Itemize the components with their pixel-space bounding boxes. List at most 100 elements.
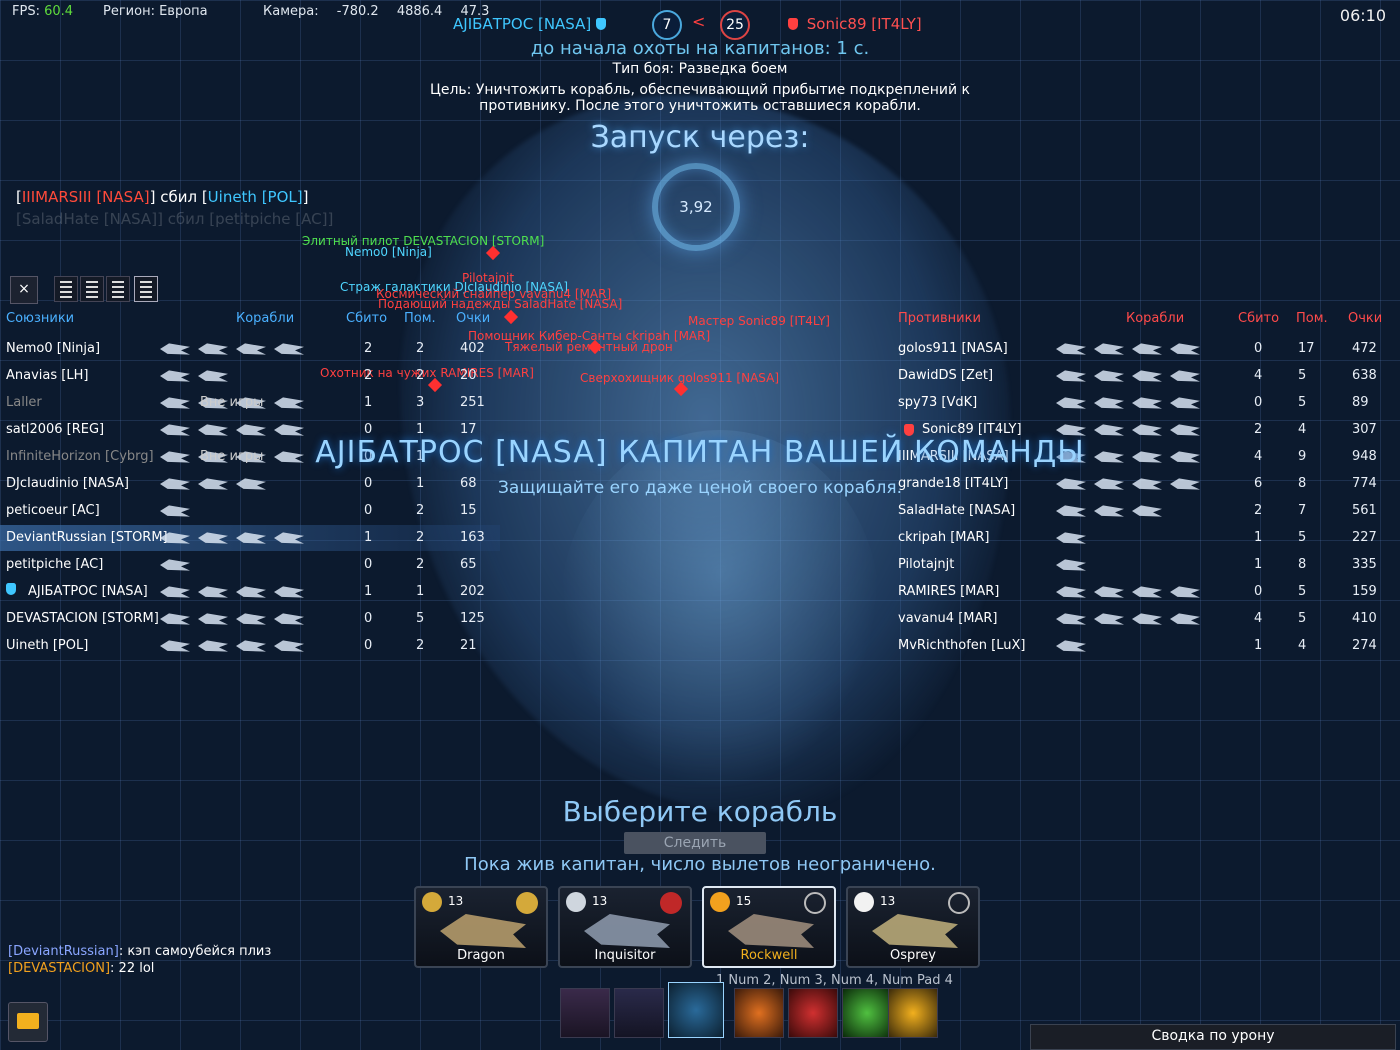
ally-row[interactable]: DEVASTACION [STORM] 0 5 125 — [0, 606, 500, 632]
kills-value: 1 — [364, 395, 373, 410]
ally-row[interactable]: satl2006 [REG] 0 1 17 — [0, 417, 500, 443]
launch-countdown-label: Запуск через: — [590, 120, 810, 155]
ship-loadout — [160, 500, 198, 522]
map-label: Nemo0 [Ninja] — [345, 245, 432, 259]
ship-loadout — [160, 338, 312, 360]
ship-card-rockwell[interactable]: 15 Rockwell — [702, 886, 836, 968]
enemy-row[interactable]: vavanu4 [MAR] 4 5 410 — [896, 606, 1396, 632]
ship-silhouette-icon — [198, 343, 228, 355]
ship-level: 15 — [736, 894, 752, 908]
enemy-row[interactable]: spy73 [VdK] 0 5 89 — [896, 390, 1396, 416]
ship-card-dragon[interactable]: 13 Dragon — [414, 886, 548, 968]
ship-silhouette-icon — [1056, 559, 1086, 571]
ally-row[interactable]: Nemo0 [Ninja] 2 2 402 — [0, 336, 500, 362]
enemy-row[interactable]: Pilotajnjt 1 8 335 — [896, 552, 1396, 578]
ally-row[interactable]: DeviantRussian [STORM] 1 2 163 — [0, 525, 500, 551]
ship-silhouette-icon — [274, 613, 304, 625]
captain-icon — [904, 424, 914, 436]
enemy-row[interactable]: grande18 [IT4LY] 6 8 774 — [896, 471, 1396, 497]
damage-summary-button[interactable]: Сводка по урону — [1030, 1024, 1396, 1050]
enemy-row[interactable]: golos911 [NASA] 0 17 472 — [896, 336, 1396, 362]
enemy-row[interactable]: RAMIRES [MAR] 0 5 159 — [896, 579, 1396, 605]
ship-silhouette-icon — [1056, 370, 1086, 382]
ship-silhouette-icon — [1132, 451, 1162, 463]
corporation-eagle-icon — [516, 892, 538, 914]
killfeed-verb: сбил — [160, 188, 198, 206]
view-mode-3-button[interactable] — [106, 276, 130, 302]
ship-art — [584, 914, 670, 948]
ship-silhouette-icon — [1056, 613, 1086, 625]
choose-ship-title: Выберите корабль — [562, 795, 838, 828]
map-asteroid-hologram-lower — [560, 430, 880, 790]
ally-row[interactable]: AJIБАТРОС [NASA] 1 1 202 — [0, 579, 500, 605]
points-value: 561 — [1352, 503, 1377, 518]
captain-icon — [6, 583, 16, 595]
rank-chevron-icon[interactable] — [888, 988, 938, 1038]
ship-silhouette-icon — [160, 478, 190, 490]
ship-card-osprey[interactable]: 13 Osprey — [846, 886, 980, 968]
active-module-slot-icon[interactable] — [668, 982, 724, 1038]
rank-badge-icon — [422, 892, 442, 912]
view-mode-4-button[interactable] — [134, 276, 158, 302]
points-value: 274 — [1352, 638, 1377, 653]
ship-silhouette-icon — [1170, 397, 1200, 409]
kills-value: 0 — [364, 557, 373, 572]
ally-row[interactable]: peticoeur [AC] 0 2 15 — [0, 498, 500, 524]
enemy-row[interactable]: IIIMARSIII [NASA] 4 9 948 — [896, 444, 1396, 470]
map-label: Мастер Sonic89 [IT4LY] — [688, 314, 830, 328]
map-label: Pilotajnjt — [462, 271, 515, 285]
assists-value: 2 — [416, 638, 425, 653]
ship-name: Dragon — [457, 948, 505, 963]
ally-row[interactable]: Uineth [POL] 0 2 21 — [0, 633, 500, 659]
points-value: 17 — [460, 422, 477, 437]
view-mode-2-button[interactable] — [80, 276, 104, 302]
map-label: Элитный пилот DEVASTACION [STORM] — [302, 234, 545, 248]
enemy-row[interactable]: SaladHate [NASA] 2 7 561 — [896, 498, 1396, 524]
points-value: 638 — [1352, 368, 1377, 383]
chat-icon[interactable] — [8, 1002, 48, 1042]
weapon-slot-icon[interactable] — [560, 988, 610, 1038]
ship-level: 13 — [592, 894, 608, 908]
player-name: DEVASTACION [STORM] — [6, 611, 159, 626]
chat-author: [DeviantRussian] — [8, 944, 119, 959]
ally-captain-label: AJIБАТРОС [NASA] — [453, 15, 592, 33]
kills-value: 0 — [364, 611, 373, 626]
ship-name: Rockwell — [740, 948, 798, 963]
enemy-row[interactable]: ckripah [MAR] 1 5 227 — [896, 525, 1396, 551]
assists-value: 9 — [1298, 449, 1307, 464]
map-label: Подающий надежды SaladHate [NASA] — [378, 297, 623, 311]
burst-module-icon[interactable] — [734, 988, 784, 1038]
points-value: 202 — [460, 584, 485, 599]
assists-value: 4 — [1298, 422, 1307, 437]
captain-hunt-countdown: до начала охоты на капитанов: 1 с. — [530, 38, 870, 59]
ship-art — [728, 914, 814, 948]
ship-loadout — [1056, 446, 1208, 468]
captain-icon — [788, 18, 798, 30]
ally-row[interactable]: Laller Вне игры 1 3 251 — [0, 390, 500, 416]
ally-row[interactable]: DJcIaudinio [NASA] 0 1 68 — [0, 471, 500, 497]
shield-module-icon[interactable] — [788, 988, 838, 1038]
ship-name: Inquisitor — [594, 948, 656, 963]
ship-silhouette-icon — [1056, 397, 1086, 409]
assists-value: 17 — [1298, 341, 1315, 356]
ship-card-inquisitor[interactable]: 13 Inquisitor — [558, 886, 692, 968]
ally-row[interactable]: InfiniteHorizon [Cybrg] Вне игры 0 1 — [0, 444, 500, 470]
ally-row[interactable]: Anavias [LH] 2 2 20 — [0, 363, 500, 389]
ally-row[interactable]: petitpiche [AC] 0 2 65 — [0, 552, 500, 578]
assists-value: 5 — [416, 611, 425, 626]
missile-slot-icon[interactable] — [614, 988, 664, 1038]
view-mode-1-button[interactable] — [54, 276, 78, 302]
assists-value: 3 — [416, 395, 425, 410]
follow-button[interactable]: Следить — [624, 832, 766, 854]
player-name: peticoeur [AC] — [6, 503, 100, 518]
repair-kit-icon[interactable] — [842, 988, 892, 1038]
enemy-row[interactable]: DawidDS [Zet] 4 5 638 — [896, 363, 1396, 389]
ship-silhouette-icon — [1056, 532, 1086, 544]
ship-silhouette-icon — [160, 370, 190, 382]
enemy-captain-name: Sonic89 [IT4LY] — [788, 15, 922, 33]
points-value: 15 — [460, 503, 477, 518]
enemy-row[interactable]: Sonic89 [IT4LY] 2 4 307 — [896, 417, 1396, 443]
enemy-row[interactable]: MvRichthofen [LuX] 1 4 274 — [896, 633, 1396, 659]
points-value: 774 — [1352, 476, 1377, 491]
close-scoreboard-button[interactable]: × — [10, 276, 38, 304]
